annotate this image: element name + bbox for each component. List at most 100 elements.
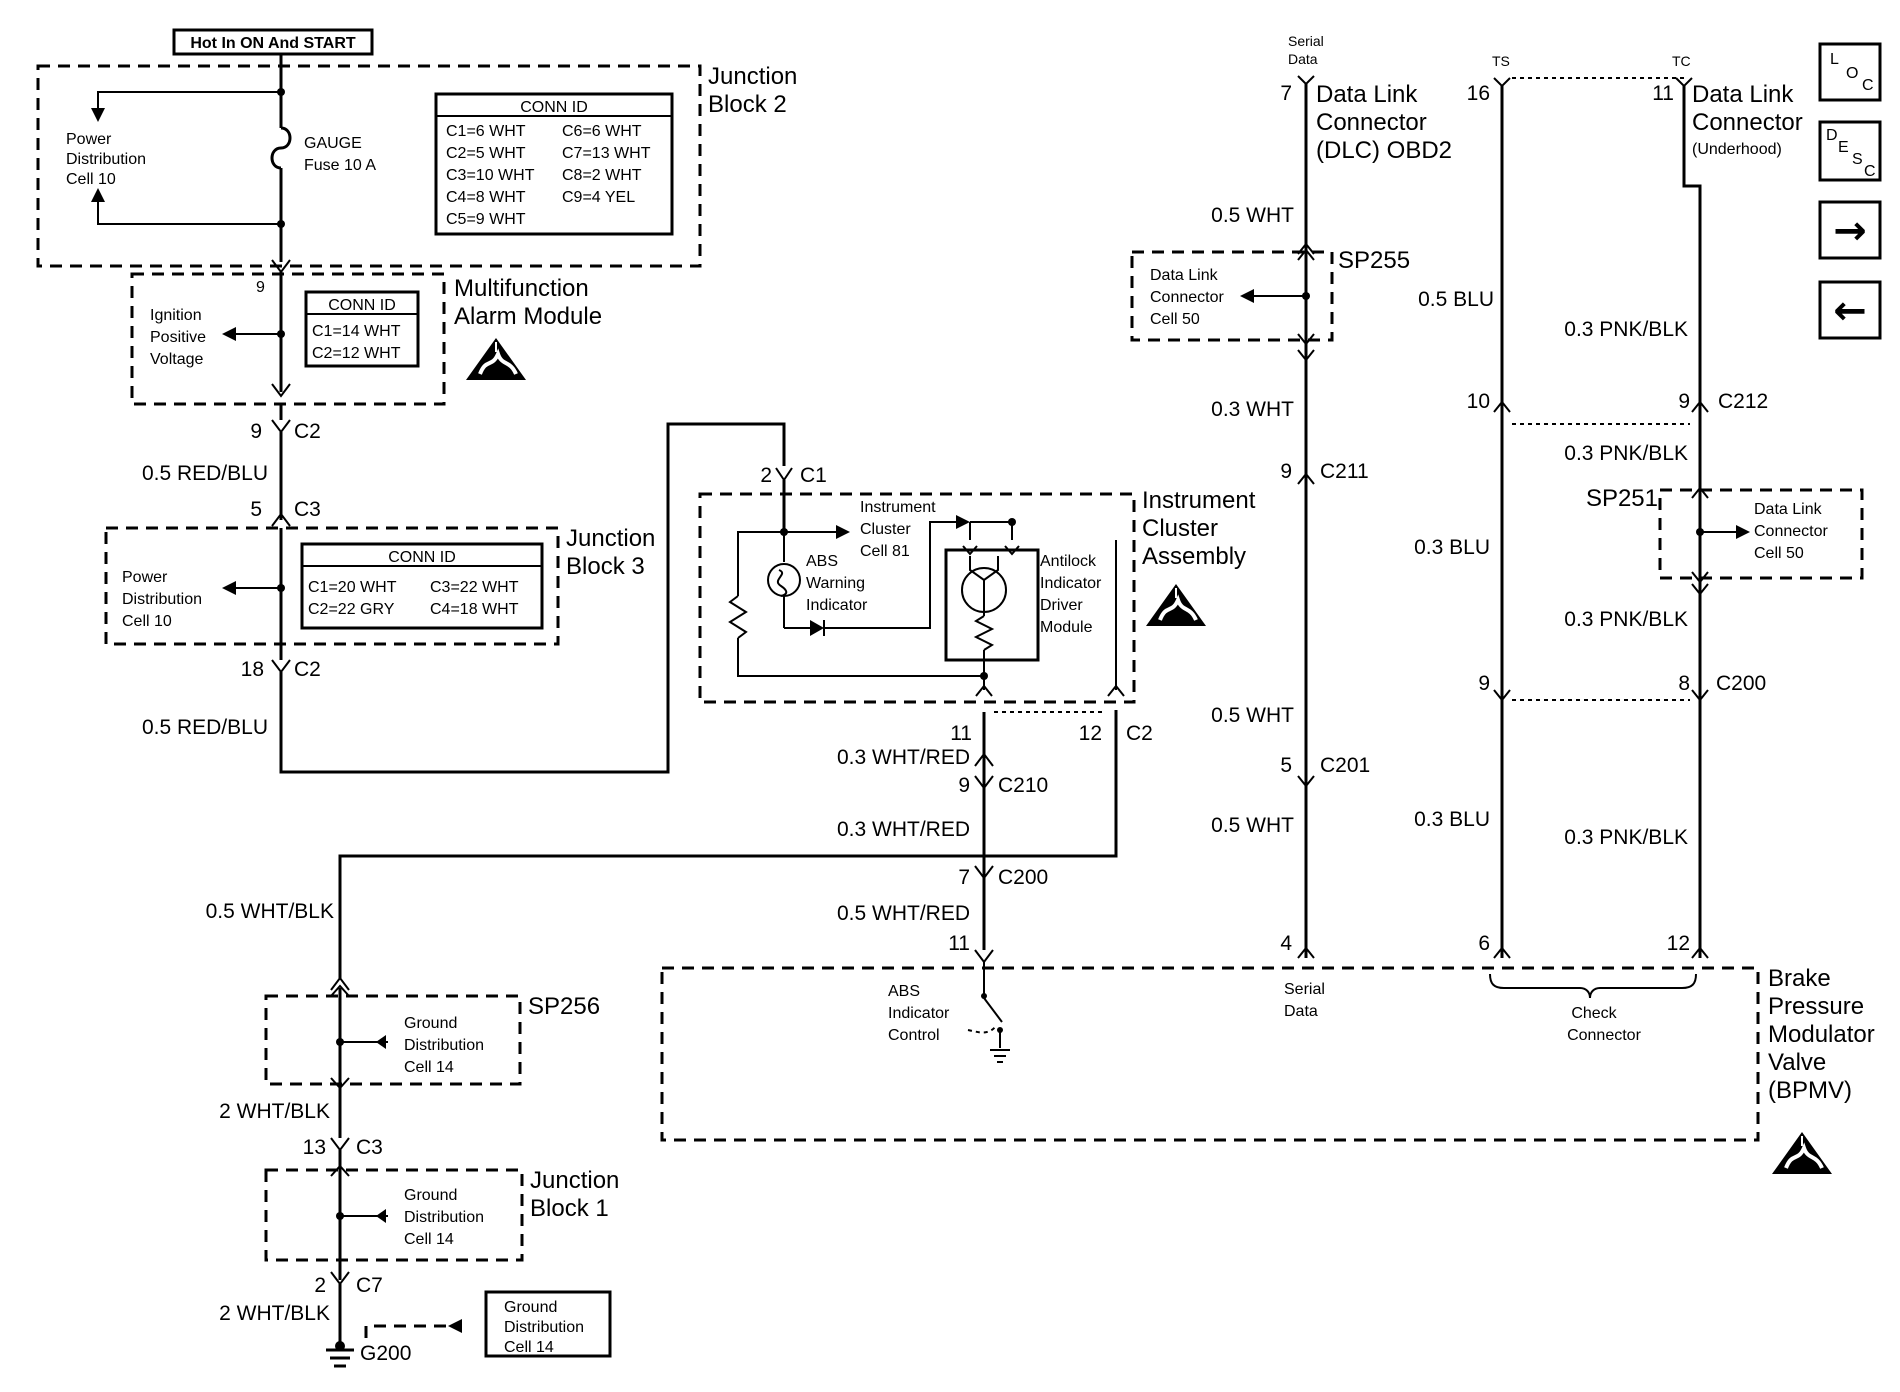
dlc-uh-pin-12: 12	[1667, 932, 1690, 955]
jb3-conn-id-table: CONN ID C1=20 WHT C3=22 WHT C2=22 GRY C4…	[300, 542, 544, 630]
dlc-c201: C201	[1320, 754, 1370, 777]
cluster-title-3: Assembly	[1142, 543, 1246, 570]
dlc-wire-2: 0.3 WHT	[1211, 398, 1294, 421]
abs-wire-1: 0.3 WHT/RED	[837, 746, 970, 769]
svg-text:CONN ID: CONN ID	[520, 99, 588, 116]
sp255-outline	[1130, 250, 1334, 342]
wht-blk-wire-label: 0.5 WHT/BLK	[206, 900, 334, 923]
sp251-cell-3: Cell 50	[1754, 545, 1804, 562]
dlc-uh-pnk-4: 0.3 PNK/BLK	[1564, 826, 1688, 849]
driver-module-4: Module	[1040, 619, 1093, 636]
sp255-cell-3: Cell 50	[1150, 311, 1200, 328]
mfa-ignition-2: Positive	[150, 329, 206, 346]
ground-g200: G200	[360, 1342, 411, 1365]
junction-block-2-title-1: Junction	[708, 63, 797, 90]
abs-c210: C210	[998, 774, 1048, 797]
c212-tc-pin: 9	[1678, 390, 1690, 413]
gauge-fuse-label-2: Fuse 10 A	[304, 157, 376, 174]
forward-arrow-icon: →	[1833, 208, 1867, 254]
mfa-ignition-3: Voltage	[150, 351, 203, 368]
svg-text:C2=12 WHT: C2=12 WHT	[312, 345, 401, 362]
svg-text:C5=9 WHT: C5=9 WHT	[446, 211, 526, 228]
svg-text:C7=13 WHT: C7=13 WHT	[562, 145, 651, 162]
loc-button[interactable]: L O C	[1818, 42, 1882, 102]
jb1-c7: C7	[356, 1274, 383, 1297]
abs-warning-3: Indicator	[806, 597, 868, 614]
abs-c210-pin: 9	[958, 774, 970, 797]
bpmv-title-2: Pressure	[1768, 993, 1864, 1020]
sp256-wire: 2 WHT/BLK	[219, 1100, 330, 1123]
abs-warning-lamp-icon	[767, 563, 801, 597]
jb1-ground-box: Ground Distribution Cell 14	[484, 1290, 612, 1358]
back-button[interactable]: ←	[1818, 280, 1882, 340]
svg-text:C4=8 WHT: C4=8 WHT	[446, 189, 526, 206]
hot-in-label-box	[172, 28, 374, 56]
dlc-title-1: Data Link	[1316, 81, 1418, 108]
jb3-power-dist-3: Cell 10	[122, 613, 172, 630]
svg-text:C2=5 WHT: C2=5 WHT	[446, 145, 526, 162]
junction-block-2-outline	[36, 64, 702, 268]
svg-text:C3=10 WHT: C3=10 WHT	[446, 167, 535, 184]
dlc-c201-pin: 5	[1280, 754, 1292, 777]
check-connector-2: Connector	[1567, 1027, 1641, 1044]
sp251-cell-1: Data Link	[1754, 501, 1823, 518]
cluster-cell-1: Instrument	[860, 499, 936, 516]
jb2-power-dist-1: Power	[66, 131, 112, 148]
driver-module-2: Indicator	[1040, 575, 1102, 592]
dlc-wire-1: 0.5 WHT	[1211, 204, 1294, 227]
bpmv-serial-2: Data	[1284, 1003, 1318, 1020]
driver-module-3: Driver	[1040, 597, 1083, 614]
jb1-c7-pin: 2	[314, 1274, 326, 1297]
bpmv-title-3: Modulator	[1768, 1021, 1875, 1048]
jb1-ground-2: Distribution	[404, 1209, 484, 1226]
svg-text:C1=14 WHT: C1=14 WHT	[312, 323, 401, 340]
left-c2-pin: 9	[250, 420, 262, 443]
abs-control-2: Indicator	[888, 1005, 950, 1022]
dlc-wire-3: 0.5 WHT	[1211, 704, 1294, 727]
jb1-wire: 2 WHT/BLK	[219, 1302, 330, 1325]
dlc-uh-pnk-1: 0.3 PNK/BLK	[1564, 318, 1688, 341]
ts-pin-16: 16	[1467, 82, 1490, 105]
jb1-ground-1: Ground	[404, 1187, 457, 1204]
red-blu-wire-to-cluster	[279, 422, 786, 774]
junction-block-3-outline	[104, 526, 560, 646]
dlc-uh-blu-2: 0.3 BLU	[1414, 536, 1490, 559]
desc-letter-d: D	[1826, 127, 1838, 144]
jb2-conn-id-table: CONN ID C1=6 WHT C6=6 WHT C2=5 WHT C7=13…	[434, 92, 674, 236]
abs-c200: C200	[998, 866, 1048, 889]
loc-letter-o: O	[1846, 65, 1858, 82]
c212-ts-pin: 10	[1467, 390, 1490, 413]
gauge-fuse-label-1: GAUGE	[304, 135, 362, 152]
svg-text:C3=22 WHT: C3=22 WHT	[430, 579, 519, 596]
svg-text:Ground: Ground	[504, 1299, 557, 1316]
left-wire-1: 0.5 RED/BLU	[142, 462, 268, 485]
desc-button[interactable]: D E S C	[1818, 120, 1882, 182]
forward-button[interactable]: →	[1818, 200, 1882, 260]
loc-letter-c: C	[1862, 77, 1874, 94]
abs-pin-11: 11	[948, 932, 970, 955]
mfa-conn-id-table: CONN ID C1=14 WHT C2=12 WHT	[304, 290, 420, 368]
jb3-title-1: Junction	[566, 525, 655, 552]
cluster-resistor	[728, 595, 748, 639]
cluster-title-1: Instrument	[1142, 487, 1256, 514]
c200-ts-pin: 9	[1478, 672, 1490, 695]
sp251-cell-2: Connector	[1754, 523, 1828, 540]
jb2-power-dist-2: Distribution	[66, 151, 146, 168]
left-c2: C2	[294, 420, 321, 443]
abs-control-1: ABS	[888, 983, 920, 1000]
mfa-ignition-1: Ignition	[150, 307, 202, 324]
svg-text:Distribution: Distribution	[504, 1319, 584, 1336]
abs-indicator-switch	[967, 962, 1010, 1063]
svg-text:C4=18 WHT: C4=18 WHT	[430, 601, 519, 618]
mfa-title-2: Alarm Module	[454, 303, 602, 330]
cluster-c1-pin: 2	[760, 464, 772, 487]
jb1-ground-3: Cell 14	[404, 1231, 454, 1248]
jb3-power-dist-1: Power	[122, 569, 168, 586]
desc-letter-e: E	[1838, 139, 1849, 156]
svg-text:C2=22 GRY: C2=22 GRY	[308, 601, 395, 618]
cluster-c1: C1	[800, 464, 827, 487]
svg-text:CONN ID: CONN ID	[388, 549, 456, 566]
jb3-title-2: Block 3	[566, 553, 645, 580]
loc-letter-l: L	[1830, 51, 1839, 68]
